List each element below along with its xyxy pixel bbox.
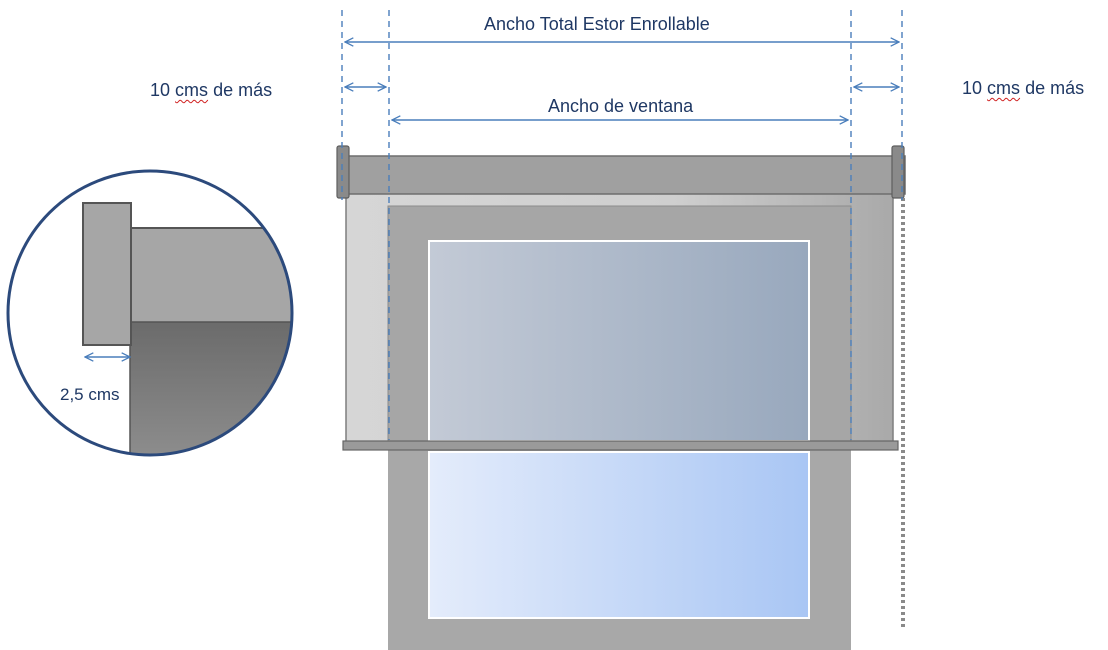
detail-measure-label: 2,5 cms <box>60 385 120 404</box>
window-width-label: Ancho de ventana <box>548 96 694 116</box>
guide-lines <box>341 10 903 440</box>
extra-left-label: 10 cms de más <box>150 80 273 100</box>
left-bracket <box>336 145 350 199</box>
roller-tube <box>336 145 906 199</box>
extra-right-label: 10 cms de más <box>962 78 1085 98</box>
window-lower <box>388 440 851 650</box>
right-bracket <box>891 145 905 199</box>
bottom-rail <box>342 440 899 451</box>
detail-circle <box>6 169 294 457</box>
blind-fabric <box>345 189 894 446</box>
total-width-label: Ancho Total Estor Enrollable <box>484 14 710 34</box>
dimension-arrows <box>345 42 899 120</box>
